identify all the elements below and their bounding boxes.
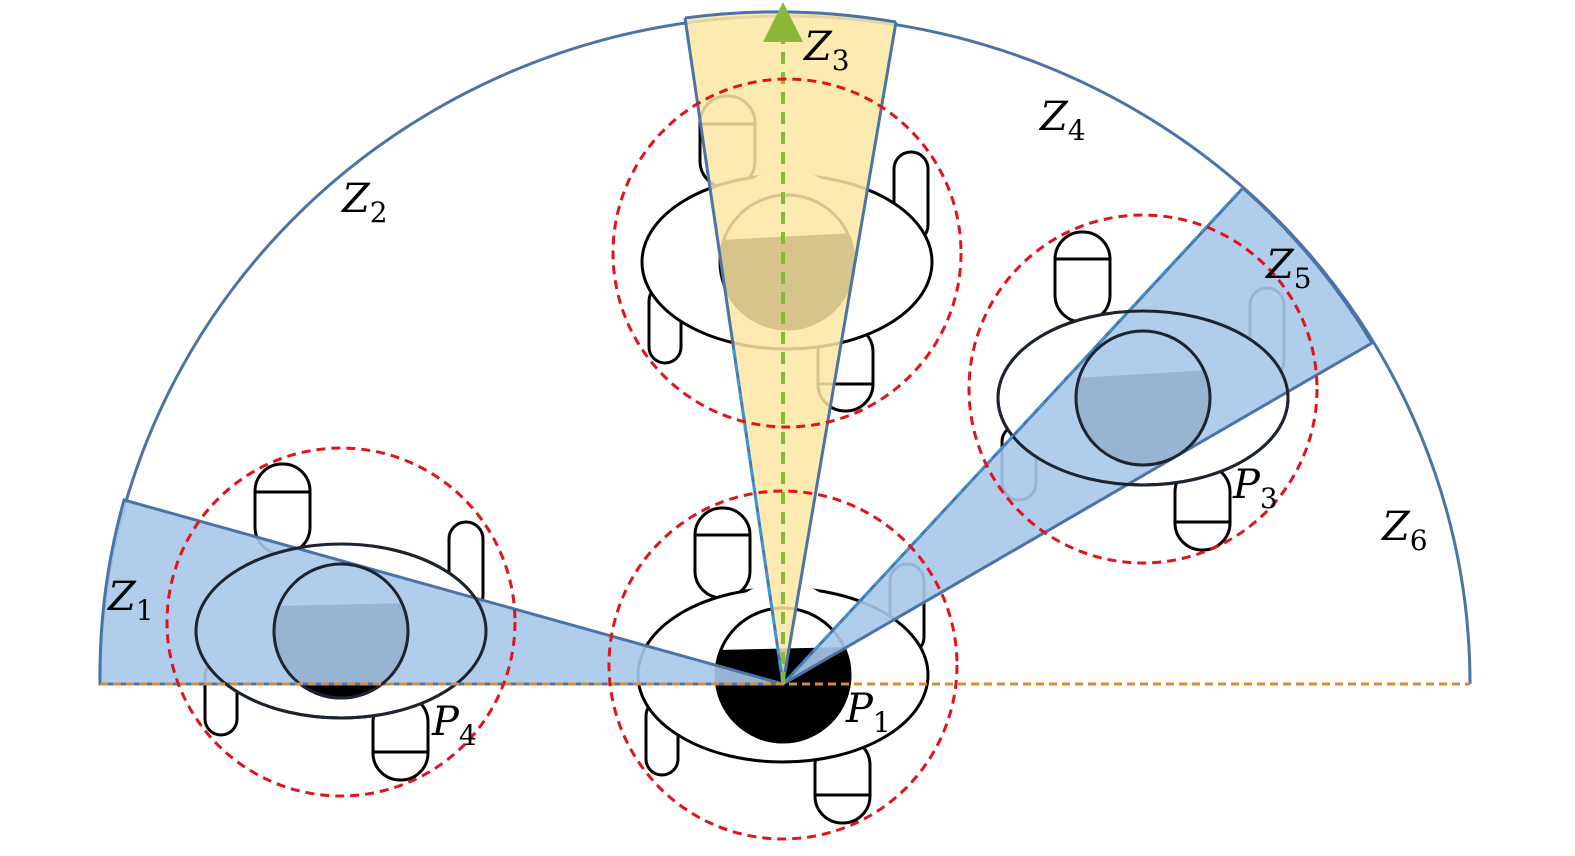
robot-label-p1: P1 xyxy=(845,686,891,739)
robot-p4-overlay xyxy=(194,542,488,720)
safety-circle-p2 xyxy=(611,77,963,429)
robot-label-p4: P4 xyxy=(431,699,477,752)
zone-label-z5: Z5 xyxy=(1264,242,1312,295)
safety-circle-p1 xyxy=(607,489,959,841)
zone-label-z4: Z4 xyxy=(1038,94,1086,147)
zone-label-z6: Z6 xyxy=(1380,504,1428,557)
safety-circle-p4 xyxy=(165,446,517,798)
zone-label-z1: Z1 xyxy=(106,574,154,627)
zone-label-z2: Z2 xyxy=(340,176,388,229)
sector-z3 xyxy=(685,11,896,684)
sector-z5 xyxy=(781,185,1375,686)
safety-circle-p3 xyxy=(967,213,1319,565)
zone-label-z3: Z3 xyxy=(802,24,850,77)
robot-p3-overlay xyxy=(996,309,1290,487)
robot-label-p3: P3 xyxy=(1232,462,1278,515)
